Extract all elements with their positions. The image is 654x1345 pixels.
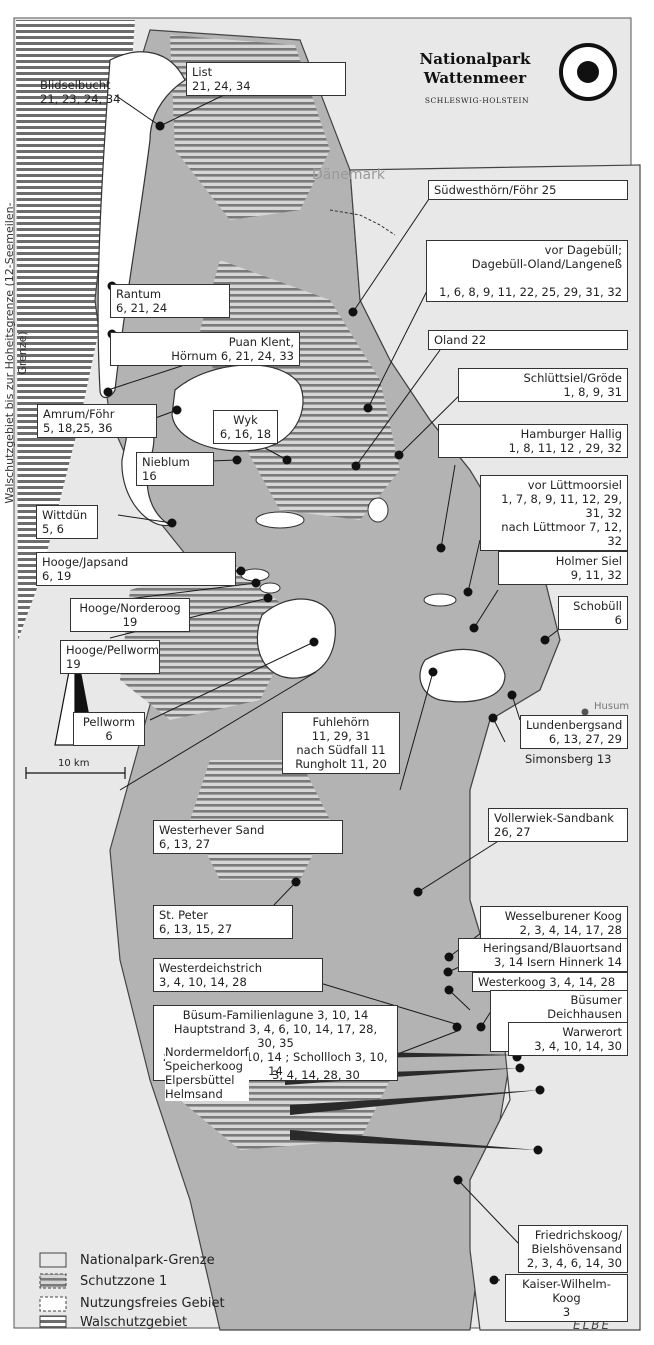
legend-nutzungsfrei: Nutzungsfreies Gebiet	[80, 1295, 225, 1311]
label-nordermeldorf: Nordermeldorf Speicherkoog Elpersbüttel …	[165, 1045, 249, 1101]
label-wesselburener: Wesselburener Koog 2, 3, 4, 14, 17, 28	[480, 906, 628, 940]
label-puan-klent: Puan Klent, Hörnum 6, 21, 24, 33	[110, 332, 300, 366]
scale-label: 10 km	[58, 758, 90, 769]
legend-schutzzone: Schutzzone 1	[80, 1273, 168, 1289]
whale-zone-label: Walschutzgebiet bis zur Hoheitsgrenze (1…	[3, 202, 29, 504]
border-line	[329, 209, 396, 236]
label-warwerort: Warwerort 3, 4, 10, 14, 30	[508, 1022, 628, 1056]
label-westerkoog: Westerkoog 3, 4, 14, 28	[472, 972, 628, 992]
label-hamburger-hallig: Hamburger Hallig 1, 8, 11, 12 , 29, 32	[438, 424, 628, 458]
island-nordstrand	[419, 648, 506, 703]
label-amrum-foehr: Amrum/Föhr 5, 18,25, 36	[37, 404, 157, 438]
label-st-peter: St. Peter 6, 13, 15, 27	[153, 905, 293, 939]
legend-walschutz: Walschutzgebiet	[80, 1314, 188, 1330]
label-lundenbergsand: Lundenbergsand 6, 13, 27, 29	[520, 715, 628, 749]
label-simonsberg: Simonsberg 13	[525, 752, 612, 766]
hallig-3	[255, 511, 305, 529]
label-schobuell: Schobüll 6	[558, 596, 628, 630]
island-pellworm	[256, 598, 336, 679]
label-westerdeichstrich: Westerdeichstrich 3, 4, 10, 14, 28	[153, 958, 323, 992]
label-friedrichskoog: Friedrichskoog/ Bielshövensand 2, 3, 4, …	[518, 1225, 628, 1273]
label-hooge-pellworm: Hooge/Pellworm 19	[60, 640, 160, 674]
label-wittduen: Wittdün 5, 6	[36, 505, 98, 539]
label-hooge-norderoog: Hooge/Norderoog 19	[70, 598, 190, 632]
label-list: List 21, 24, 34	[186, 62, 346, 96]
place-husum: Husum	[594, 701, 630, 712]
label-rantum: Rantum 6, 21, 24	[110, 284, 230, 318]
legend-swatches	[39, 1252, 67, 1329]
label-dagebuell: vor Dagebüll; Dagebüll-Oland/Langeneß 1,…	[426, 240, 628, 302]
park-subtitle: SCHLESWIG-HOLSTEIN	[424, 96, 530, 105]
label-westerhever: Westerhever Sand 6, 13, 27	[153, 820, 343, 854]
label-heringsand: Heringsand/Blauortsand 3, 14 Isern Hinne…	[458, 938, 628, 972]
hallig-5	[423, 593, 457, 607]
label-pellworm: Pellworm 6	[73, 712, 145, 746]
label-schluettsiel: Schlüttsiel/Gröde 1, 8, 9, 31	[458, 368, 628, 402]
park-logo	[559, 43, 617, 101]
label-kaiser-wilhelm: Kaiser-Wilhelm-Koog 3	[505, 1274, 628, 1322]
label-fuhlehoern: Fuhlehörn 11, 29, 31 nach Südfall 11 Run…	[282, 712, 400, 774]
label-blidselbucht: Blidselbucht 21, 23, 24, 34	[40, 78, 121, 106]
hallig-2	[259, 582, 281, 594]
scale-bar	[25, 767, 126, 779]
place-denmark: Dänemark	[312, 167, 385, 183]
label-nordermeldorf-nums: 3, 4, 14, 28, 30	[272, 1068, 360, 1082]
label-wyk: Wyk 6, 16, 18	[213, 410, 278, 444]
hallig-4	[367, 497, 389, 523]
label-hooge-japsand: Hooge/Japsand 6, 19	[36, 552, 236, 586]
label-nieblum: Nieblum 16	[136, 452, 214, 486]
label-suedwesthoern: Südwesthörn/Föhr 25	[428, 180, 628, 200]
label-vollerwiek: Vollerwiek-Sandbank 26, 27	[488, 808, 628, 842]
legend-nationalpark: Nationalpark-Grenze	[80, 1252, 215, 1268]
label-luettmoorsiel: vor Lüttmoorsiel 1, 7, 8, 9, 11, 12, 29,…	[480, 475, 628, 551]
label-holmer-siel: Holmer Siel 9, 11, 32	[498, 551, 628, 585]
park-title: Nationalpark Wattenmeer	[419, 50, 531, 87]
label-oland: Oland 22	[428, 330, 628, 350]
